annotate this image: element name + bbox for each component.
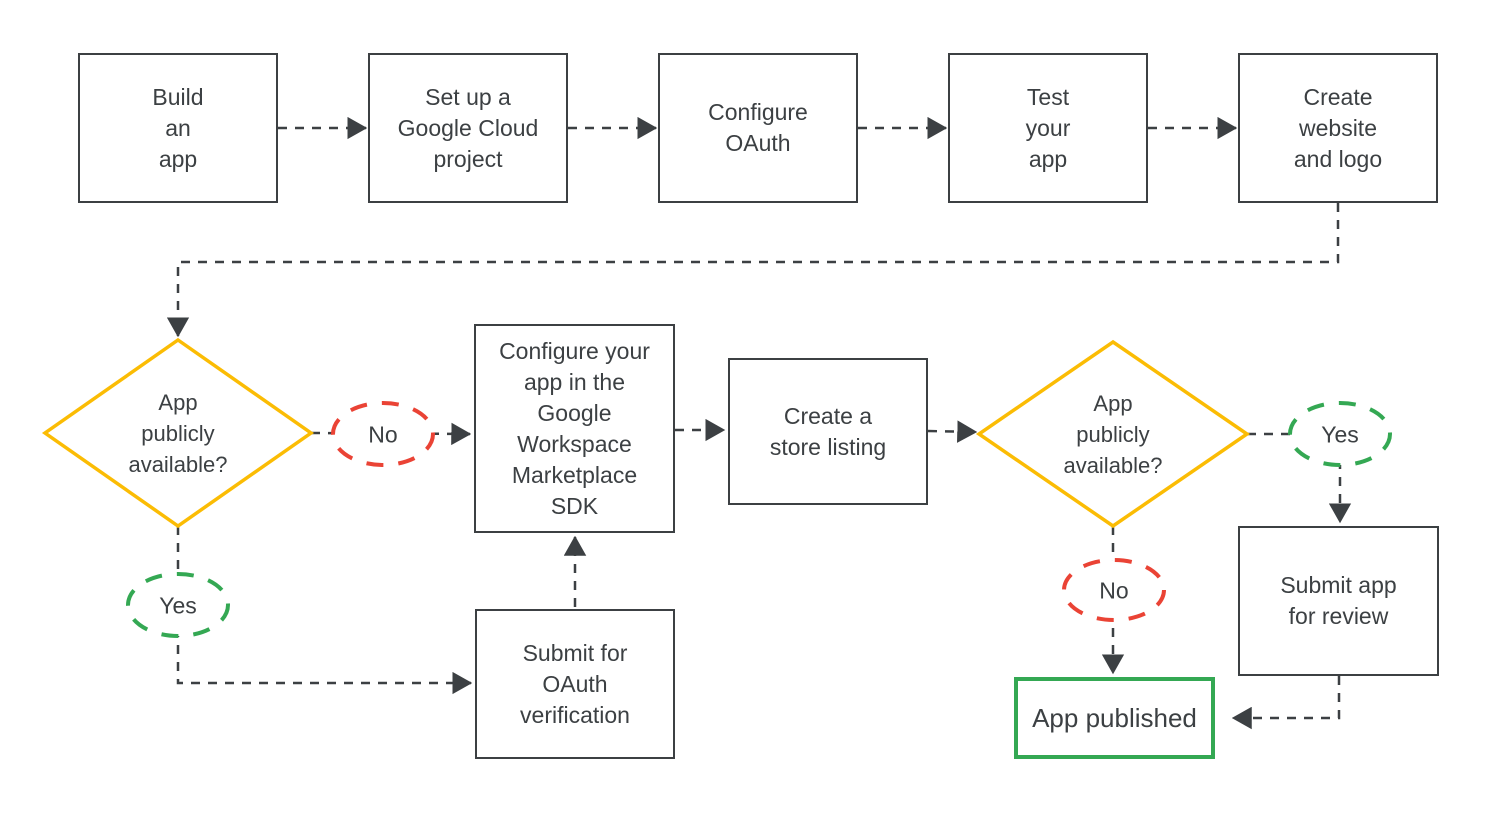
connector-website-to-decision1: [166, 203, 1340, 338]
node-configure-app-in-marketplace-sdk: Configure your app in the Google Workspa…: [474, 324, 675, 533]
decision-2-label: App publicly available?: [1063, 390, 1163, 478]
node-submit-for-oauth-verification-label: Submit for OAuth verification: [520, 639, 630, 728]
node-create-a-store-listing-label: Create a store listing: [769, 402, 887, 460]
decision-1-label: App publicly available?: [128, 389, 228, 477]
node-app-published: App published: [1014, 677, 1215, 759]
no-branch-oval-1: [331, 401, 435, 467]
node-test-your-app-label: Test your app: [1025, 83, 1071, 172]
connector-store-listing-to-decision2: [927, 420, 978, 443]
node-create-a-store-listing: Create a store listing: [728, 358, 928, 505]
yes-branch-label-1: Yes: [159, 592, 197, 619]
node-configure-oauth-label: Configure OAuth: [708, 99, 808, 156]
no-branch-label-1: No: [368, 421, 398, 448]
no-branch-label-2: No: [1099, 577, 1129, 604]
node-build-an-app-label: Build an app: [152, 83, 204, 172]
node-submit-app-for-review: Submit app for review: [1238, 526, 1439, 676]
node-set-up-google-cloud-project-label: Set up a Google Cloud project: [397, 83, 539, 172]
connector-review-to-published: [1231, 676, 1341, 730]
node-set-up-google-cloud-project: Set up a Google Cloud project: [368, 53, 568, 203]
no-branch-oval-2: [1062, 558, 1166, 622]
node-build-an-app: Build an app: [78, 53, 278, 203]
node-submit-for-oauth-verification: Submit for OAuth verification: [475, 609, 675, 759]
node-create-website-and-logo-label: Create website and logo: [1293, 83, 1383, 172]
yes-branch-oval-2: [1288, 401, 1392, 467]
yes-branch-oval-1: [126, 572, 230, 638]
node-submit-app-for-review-label: Submit app for review: [1280, 572, 1397, 629]
yes-branch-label-2: Yes: [1321, 421, 1359, 448]
node-configure-oauth: Configure OAuth: [658, 53, 858, 203]
node-test-your-app: Test your app: [948, 53, 1148, 203]
node-app-published-label: App published: [1032, 702, 1197, 733]
decision-diamond-1: [41, 337, 315, 529]
decision-diamond-2: [975, 339, 1251, 529]
node-configure-app-in-marketplace-sdk-label: Configure your app in the Google Workspa…: [499, 337, 650, 519]
node-create-website-and-logo: Create website and logo: [1238, 53, 1438, 203]
